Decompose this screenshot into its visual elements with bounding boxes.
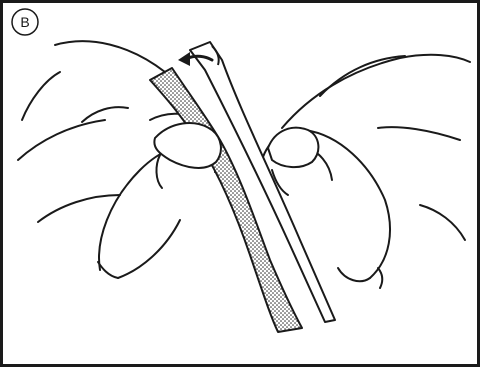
step-badge: B: [12, 9, 38, 35]
step-label: B: [20, 14, 29, 30]
